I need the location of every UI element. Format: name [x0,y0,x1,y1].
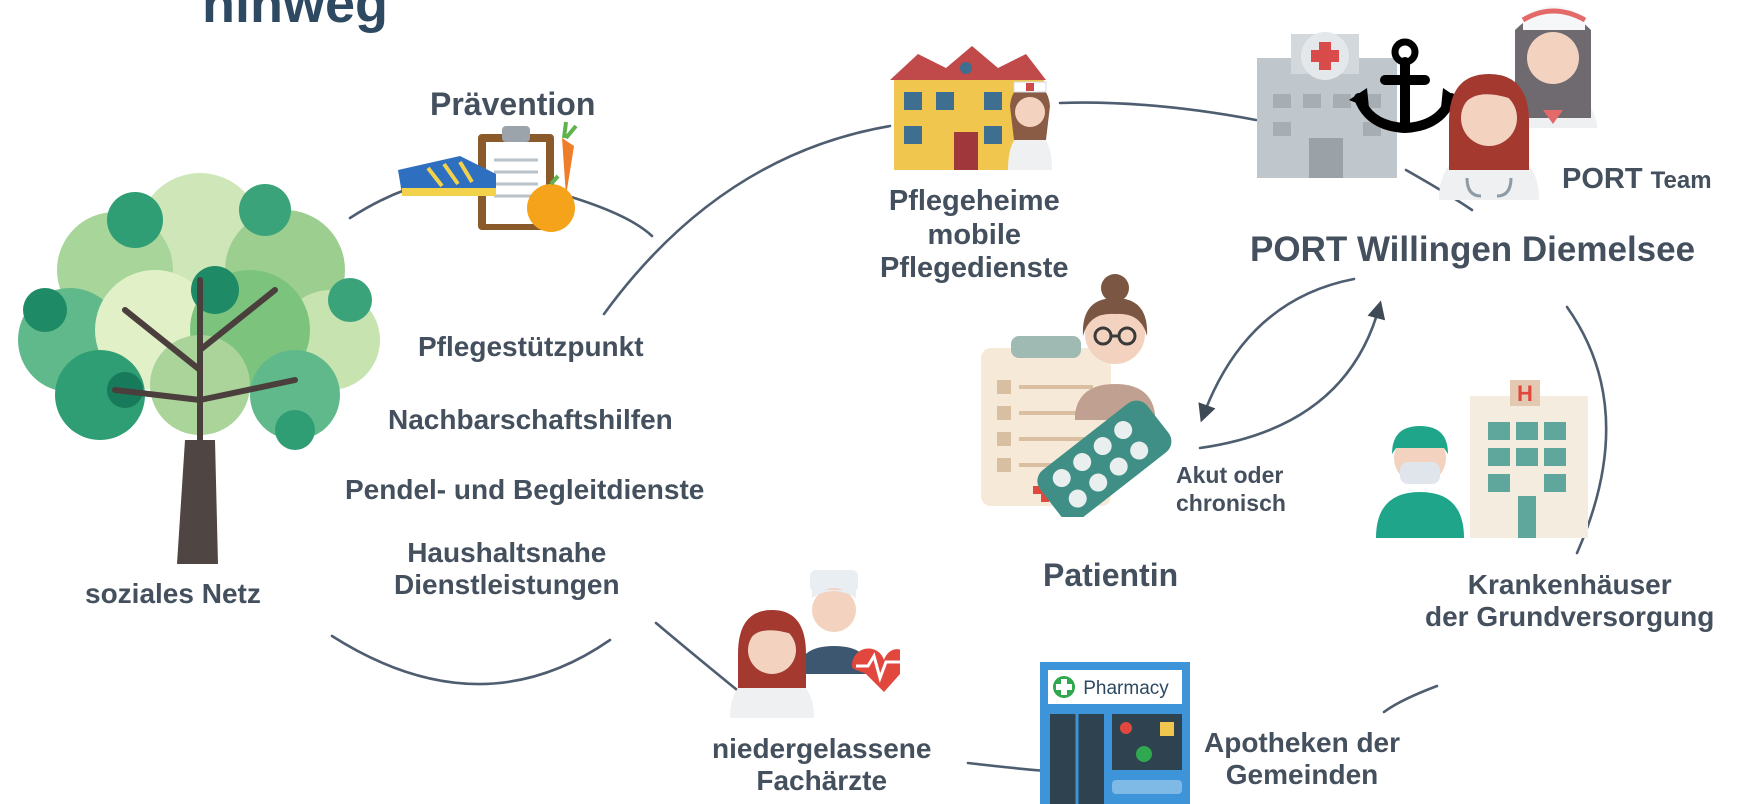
label-soziales-netz: soziales Netz [85,578,261,609]
label-port-team-suffix: Team [1650,167,1712,194]
arc-bottom-left [330,634,612,686]
label-pendel: Pendel- und Begleitdienste [345,474,705,505]
label-krankenhaeuser-line2: der Grundversorgung [1425,601,1715,633]
label-port-name: PORT Willingen Diemelsee [1250,230,1696,269]
arc-tree-prevention [348,188,407,220]
label-praevention: Prävention [430,86,596,122]
arc-prevention-right [566,194,654,238]
label-niedergelassene-line1: niedergelassene [712,733,932,764]
label-pflegeheime-line1: Pflegeheime [888,185,1060,217]
label-haushaltsnahe-line2: Dienstleistungen [394,569,620,601]
arc-pflegeheime-port [1058,101,1258,122]
label-apotheken-line1: Apotheken der [1204,727,1401,758]
arc-kranken-apotheke [1382,684,1439,714]
page-title: hinweg [202,0,388,34]
arc-port-kranken [1565,305,1608,555]
svg-text:H: H [1517,381,1533,406]
label-nachbarschaftshilfen: Nachbarschaftshilfen [388,404,673,435]
label-pflegeheime-line3: Pflegedienste [880,252,1069,285]
label-apotheken: Apotheken der Gemeinden [1204,727,1400,792]
label-patientin: Patientin [1043,557,1179,593]
label-pflegestuetzpunkt: Pflegestützpunkt [418,331,644,362]
label-krankenhaeuser-line1: Krankenhäuser [1467,569,1672,600]
label-niedergelassene-line2: Fachärzte [756,765,888,797]
prevention-shoe-clipboard-fruit-icon [398,116,588,236]
arc-fachaerzte-pharmacy [966,761,1048,773]
label-pflegeheime-line2: mobile [927,218,1022,251]
doctors-heart-icon [728,570,900,718]
patient-clipboard-pills-icon [975,272,1185,517]
label-pflegeheime: Pflegeheime mobile Pflegedienste [880,185,1069,286]
label-akut-line2: chronisch [1176,489,1286,516]
pharmacy-store-icon: Pharmacy [1040,662,1190,804]
label-apotheken-line2: Gemeinden [1225,759,1379,791]
arc-stuetzpunkt-pflegeheime [602,124,892,316]
nursing-home-caregiver-icon [886,40,1061,175]
tree-handprints-icon [5,140,390,570]
label-akut-line1: Akut oder [1176,462,1284,488]
hospital-anchor-port-team-icon [1253,0,1598,205]
arrow-port-to-patient [1198,277,1356,423]
label-port-team: PORT Team [1562,163,1712,197]
label-krankenhaeuser: Krankenhäuser der Grundversorgung [1425,569,1714,634]
label-niedergelassene: niedergelassene Fachärzte [712,733,931,798]
pharmacy-sign-text: Pharmacy [1083,678,1169,699]
hospital-surgeon-icon: H [1370,378,1590,538]
label-akut: Akut oder chronisch [1176,462,1286,517]
label-port-team-strong: PORT [1562,163,1643,195]
arrow-patient-to-port [1198,300,1386,450]
label-haushaltsnahe: Haushaltsnahe Dienstleistungen [394,537,620,602]
arc-haushalt-fachaerzte [654,621,744,696]
label-haushaltsnahe-line1: Haushaltsnahe [407,537,607,568]
